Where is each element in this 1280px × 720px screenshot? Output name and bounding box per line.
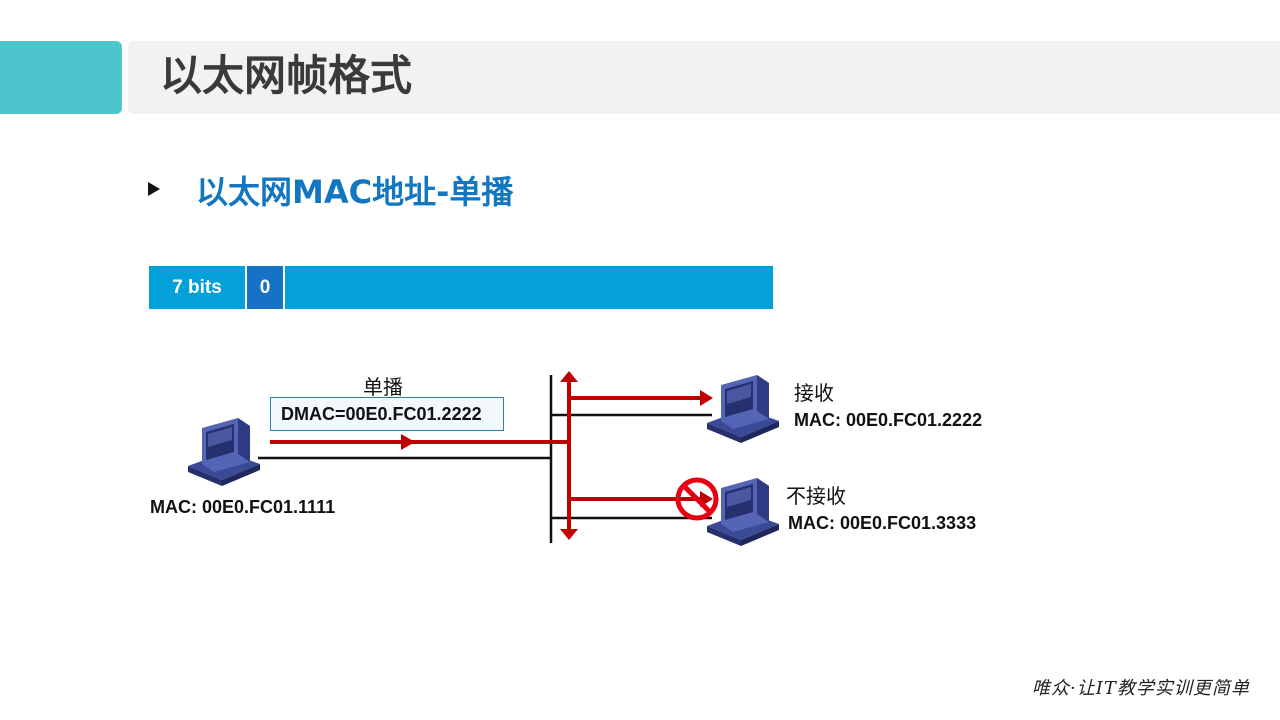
sender-mac-label: MAC: 00E0.FC01.1111 <box>150 497 336 517</box>
sender-computer-icon <box>188 418 260 486</box>
frame-to-receiver1-arrowhead <box>700 390 713 406</box>
unicast-label: 单播 <box>363 375 403 399</box>
receiver2-computer-icon <box>707 478 779 546</box>
frame-down-arrowhead <box>560 529 578 540</box>
frame-up-arrowhead <box>560 371 578 382</box>
bit-segment-unicast-flag: 0 <box>247 266 283 309</box>
receiver2-mac-label: MAC: 00E0.FC01.3333 <box>788 513 977 533</box>
section-subtitle: 以太网MAC地址-单播 <box>196 173 514 211</box>
receiver1-mac-label: MAC: 00E0.FC01.2222 <box>794 410 983 430</box>
reject-prohibited-icon <box>675 477 719 521</box>
title-accent-block <box>0 41 122 114</box>
page-title: 以太网帧格式 <box>160 51 413 100</box>
bit-separator <box>283 266 285 309</box>
dmac-box: DMAC=00E0.FC01.2222 <box>270 397 504 431</box>
bullet-triangle-icon <box>148 182 160 196</box>
bit-separator <box>245 266 247 309</box>
title-bar <box>128 41 1280 114</box>
frame-direction-arrow <box>401 434 415 450</box>
receiver2-status: 不接收 <box>786 484 846 508</box>
bit-segment-7bits: 7 bits <box>172 276 222 298</box>
receiver1-computer-icon <box>707 375 779 443</box>
receiver1-status: 接收 <box>794 381 834 405</box>
footer-slogan: 唯众·让IT教学实训更简单 <box>1032 678 1250 699</box>
